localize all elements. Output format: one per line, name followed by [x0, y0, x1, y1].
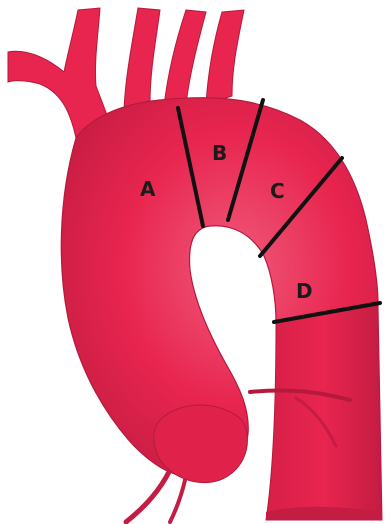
left-common-carotid-artery — [124, 8, 160, 116]
segment-label-b: B — [212, 141, 228, 165]
root-vessel-2 — [170, 476, 186, 522]
left-subclavian-artery — [164, 10, 206, 106]
segment-label-c: C — [270, 179, 285, 203]
brachiocephalic-trunk — [8, 8, 112, 138]
segment-label-a: A — [140, 177, 156, 201]
descending-aorta — [266, 304, 382, 520]
segment-label-d: D — [296, 279, 313, 303]
left-subclavian-artery-2 — [206, 10, 244, 104]
root-vessel — [126, 470, 170, 522]
